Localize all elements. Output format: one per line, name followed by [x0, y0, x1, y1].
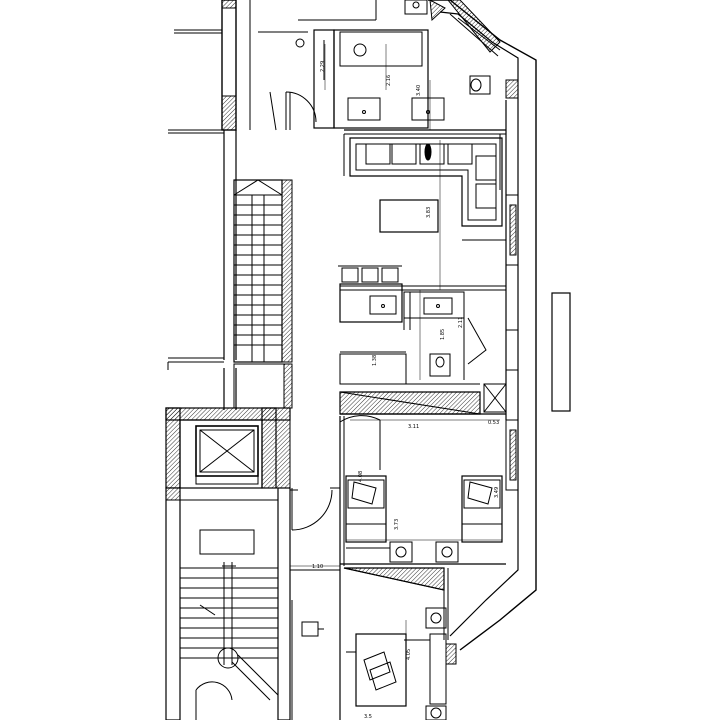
dimension-lines — [290, 44, 502, 700]
corridor-wall — [167, 130, 237, 410]
dim-label: 1.38 — [372, 355, 378, 366]
dim-label: 3.5 — [364, 714, 372, 720]
dim-label: 1.10 — [312, 564, 323, 570]
dim-label: 2.16 — [386, 75, 392, 86]
bedroom-2 — [290, 566, 457, 720]
bedroom-1 — [339, 413, 506, 566]
top-bathroom — [235, 0, 491, 131]
dim-label: 4.08 — [358, 471, 364, 482]
corridor-door — [290, 487, 340, 531]
dim-label: 3.40 — [416, 85, 422, 96]
right-facade — [428, 0, 571, 651]
dim-label: 2.29 — [320, 61, 326, 72]
kitchen — [338, 265, 506, 330]
dimension-labels: 2.29 2.16 3.40 3.83 2.11 1.85 1.38 3.11 … — [312, 61, 500, 720]
top-left-walls — [168, 0, 237, 134]
dim-label: 3.73 — [394, 519, 400, 530]
lower-stairwell — [165, 487, 291, 720]
dim-label: 3.49 — [494, 487, 500, 498]
dim-label: 4.05 — [406, 649, 412, 660]
small-wc — [339, 317, 507, 413]
elevator — [165, 407, 291, 489]
dim-label: 2.11 — [458, 317, 464, 328]
coffee-table — [379, 199, 439, 233]
dim-label: 3.11 — [408, 424, 419, 430]
dim-label: 1.85 — [440, 329, 446, 340]
dim-label: 0.53 — [488, 420, 499, 426]
sofa — [349, 137, 506, 241]
living-partitions — [343, 100, 507, 420]
dim-label: 3.83 — [426, 207, 432, 218]
upper-staircase — [233, 179, 293, 409]
